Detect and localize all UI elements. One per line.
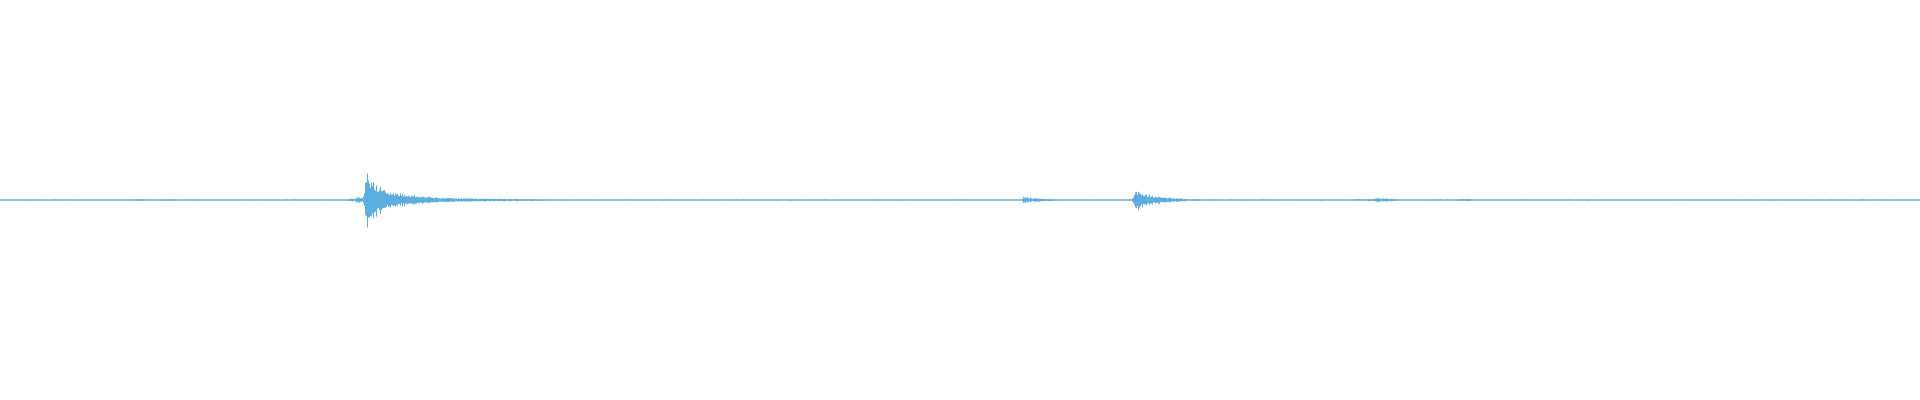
- waveform-series: [0, 173, 1920, 228]
